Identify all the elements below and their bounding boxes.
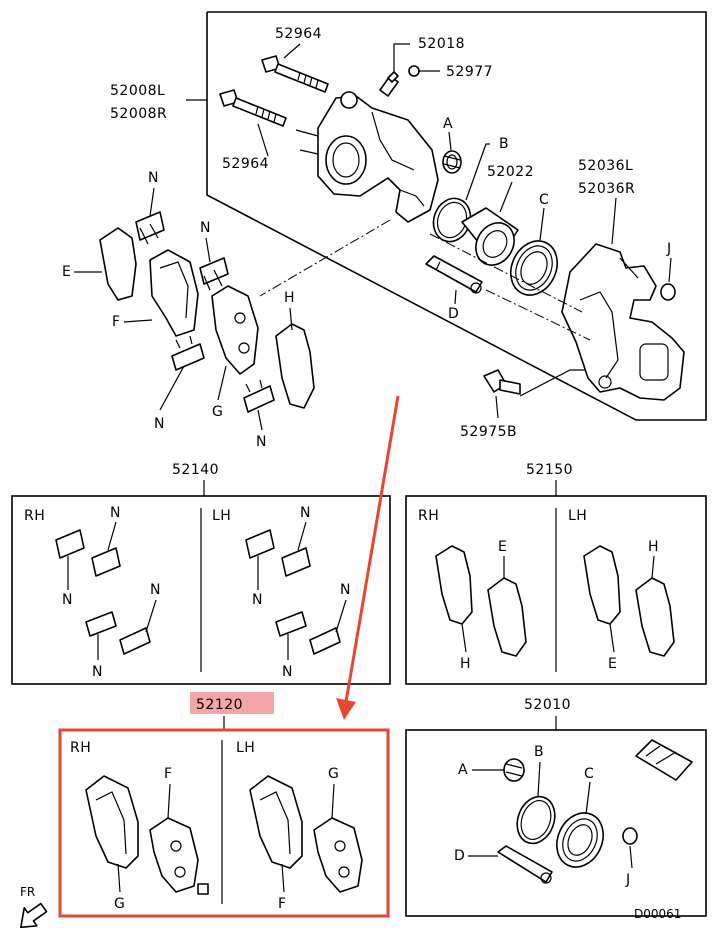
kit-52140-n3: N xyxy=(150,582,161,598)
kit-52010-box[interactable] xyxy=(405,729,707,917)
shim-N-4[interactable] xyxy=(243,379,275,413)
label-N-1: N xyxy=(148,170,159,186)
caliper-body[interactable] xyxy=(295,91,439,223)
kit-52010-part-J[interactable] xyxy=(622,827,638,845)
kit-52120-lh: LH xyxy=(236,740,255,756)
kit-52010-j: J xyxy=(625,872,631,888)
kit-52140-n4: N xyxy=(92,664,103,680)
label-G: G xyxy=(212,404,223,420)
kit-52140-n8: N xyxy=(282,664,293,680)
kit-52010-b: B xyxy=(534,744,544,760)
kit-52010-part-B[interactable] xyxy=(511,791,561,848)
kit-52150-lh: LH xyxy=(568,508,587,524)
pad-F[interactable] xyxy=(149,249,199,337)
kit-52140-box[interactable] xyxy=(11,495,391,685)
kit-52010-part-C[interactable] xyxy=(548,805,612,874)
grease-packet-icon xyxy=(635,739,693,781)
pad-E[interactable] xyxy=(99,227,137,301)
kit-52120-code: 52120 xyxy=(196,697,243,713)
kit-52140-n6: N xyxy=(252,592,263,608)
piston-52022[interactable] xyxy=(461,207,522,272)
kit-52150-pads-rh[interactable] xyxy=(435,545,527,657)
label-52022: 52022 xyxy=(487,164,534,180)
bleeder-cap-52977[interactable] xyxy=(408,65,420,77)
kit-52150-h2: H xyxy=(648,539,659,555)
highlight-arrow xyxy=(336,395,400,720)
label-52018: 52018 xyxy=(418,36,465,52)
kit-52150-box[interactable] xyxy=(405,495,707,685)
kit-52140-n1: N xyxy=(110,505,121,521)
kit-52140-n7: N xyxy=(340,582,351,598)
bolt-52964-top[interactable] xyxy=(261,55,329,93)
part-J-cap[interactable] xyxy=(660,283,676,301)
label-N-2: N xyxy=(200,220,211,236)
kit-52150-rh: RH xyxy=(418,508,439,524)
label-52036L: 52036L xyxy=(578,158,633,174)
kit-52140-n2: N xyxy=(62,592,73,608)
part-D-guide-pin[interactable] xyxy=(425,255,483,294)
kit-52140-code: 52140 xyxy=(172,462,219,478)
kit-52010-c: C xyxy=(584,766,594,782)
kit-52010-part-A[interactable] xyxy=(503,758,525,782)
diagram-id: D00061 xyxy=(634,907,681,921)
label-N-4: N xyxy=(256,434,267,450)
label-52036R: 52036R xyxy=(578,181,635,197)
kit-52150-pads-lh[interactable] xyxy=(583,545,675,657)
shim-N-3[interactable] xyxy=(171,335,205,371)
caliper-assembly-frame xyxy=(206,11,707,421)
label-A: A xyxy=(443,116,453,132)
label-N-3: N xyxy=(154,416,165,432)
label-J: J xyxy=(666,241,672,257)
label-C: C xyxy=(539,192,549,208)
kit-52140-rh: RH xyxy=(24,508,45,524)
front-direction-arrow-icon xyxy=(20,902,48,929)
direction-label: FR xyxy=(20,885,35,899)
kit-52140-shims-lh[interactable] xyxy=(245,529,341,655)
bolt-52964-mid[interactable] xyxy=(219,89,287,127)
pad-G[interactable] xyxy=(211,285,259,375)
bolt-52975B[interactable] xyxy=(483,369,521,395)
kit-52140-n5: N xyxy=(300,505,311,521)
shim-N-2[interactable] xyxy=(199,257,229,291)
kit-52010-d: D xyxy=(454,848,465,864)
kit-52150-code: 52150 xyxy=(526,462,573,478)
label-52008L: 52008L xyxy=(110,83,165,99)
kit-52150-e2: E xyxy=(608,656,617,672)
kit-52120-rh: RH xyxy=(70,740,91,756)
label-52975B: 52975B xyxy=(460,424,517,440)
label-52964-top: 52964 xyxy=(275,26,322,42)
caliper-support-52036[interactable] xyxy=(561,243,685,401)
label-52964-mid: 52964 xyxy=(222,156,269,172)
kit-52140-lh: LH xyxy=(212,508,231,524)
kit-52120-pads-rh[interactable] xyxy=(85,775,209,895)
kit-52010-a: A xyxy=(458,762,468,778)
part-A-boot[interactable] xyxy=(442,150,462,174)
part-B-piston-seal[interactable] xyxy=(428,193,477,247)
kit-52010-code: 52010 xyxy=(524,697,571,713)
kit-52140-shims-rh[interactable] xyxy=(55,529,151,655)
bleeder-screw-52018[interactable] xyxy=(379,71,399,97)
kit-52010-part-D[interactable] xyxy=(497,845,553,884)
kit-52120-f1: F xyxy=(164,766,173,782)
label-F: F xyxy=(112,314,121,330)
kit-52120-code-highlight xyxy=(190,692,274,714)
kit-52120-f2: F xyxy=(278,896,287,912)
kit-52150-h1: H xyxy=(460,656,471,672)
label-52977: 52977 xyxy=(446,64,493,80)
kit-52120-g2: G xyxy=(328,766,339,782)
label-E: E xyxy=(62,264,71,280)
label-H: H xyxy=(284,290,295,306)
shim-N-1[interactable] xyxy=(135,211,165,245)
kit-52120-box-highlight[interactable] xyxy=(58,728,390,918)
label-B: B xyxy=(499,136,509,152)
kit-52120-g1: G xyxy=(114,896,125,912)
kit-52120-pads-lh[interactable] xyxy=(249,775,363,893)
pad-H[interactable] xyxy=(275,323,315,409)
label-D: D xyxy=(448,306,459,322)
label-52008R: 52008R xyxy=(110,106,167,122)
kit-52150-e1: E xyxy=(498,539,507,555)
